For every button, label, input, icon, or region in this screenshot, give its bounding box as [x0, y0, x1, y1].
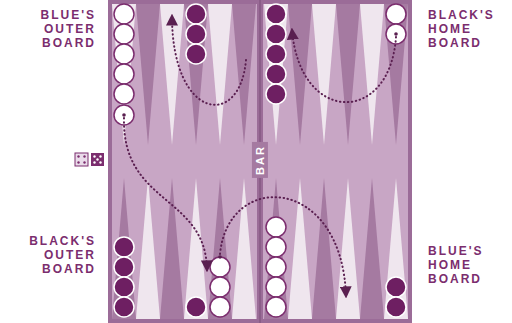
board-label: BLUE'S OUTER BOARD [4, 8, 96, 50]
bar-label: BAR [252, 142, 268, 178]
black-checkers [114, 4, 406, 317]
dice [75, 153, 104, 166]
board-label: BLACK'S OUTER BOARD [4, 234, 96, 276]
white-checkers [114, 4, 406, 317]
board-frame [108, 0, 412, 323]
board-label: BLUE'S HOME BOARD [428, 244, 508, 286]
move-arrows [122, 16, 398, 296]
board-label: BLACK'S HOME BOARD [428, 8, 508, 50]
